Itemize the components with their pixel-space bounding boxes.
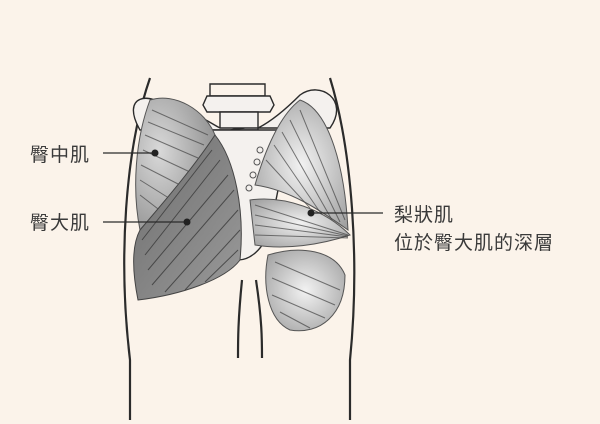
label-piriformis-note: 位於臀大肌的深層 bbox=[394, 232, 555, 254]
marker-dots bbox=[151, 149, 315, 226]
gluteus-maximus-muscle bbox=[133, 134, 242, 301]
hip-rotator-muscles bbox=[265, 249, 346, 332]
gluteus-medius-fibers bbox=[139, 109, 209, 213]
label-gluteus-medius: 臀中肌 bbox=[30, 144, 91, 166]
label-piriformis: 梨狀肌 bbox=[394, 204, 455, 226]
right-gluteus-medius bbox=[254, 99, 349, 232]
label-gluteus-maximus: 臀大肌 bbox=[30, 212, 91, 234]
leader-lines bbox=[103, 152, 383, 223]
